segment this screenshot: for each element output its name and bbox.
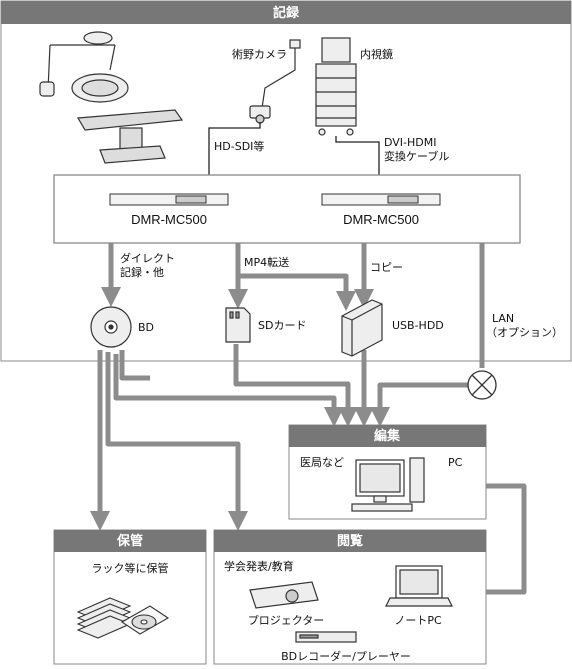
endoscope-tower-icon	[315, 37, 357, 136]
laptop-icon	[385, 565, 453, 607]
usb-hdd-icon	[341, 299, 383, 357]
bd-label: BD	[138, 321, 154, 334]
projector-icon	[249, 581, 319, 609]
flow-arrows	[90, 243, 527, 608]
storage-section	[53, 529, 207, 665]
recorder-left-label: DMR-MC500	[131, 212, 207, 227]
storage-title: 保管	[116, 533, 143, 549]
copy-label: コピー	[370, 261, 403, 274]
dvi-hdmi-label: DVI-HDMI	[384, 136, 437, 149]
endoscope-cable	[335, 136, 380, 194]
sd-card-icon	[225, 307, 251, 343]
surgical-camera-label: 術野カメラ	[232, 48, 287, 61]
surgical-camera-icon	[249, 39, 301, 124]
medical-office-label: 医局など	[300, 456, 344, 469]
viewing-title: 閲覧	[337, 533, 363, 549]
desktop-pc-icon	[351, 457, 425, 512]
bd-player-icon	[295, 631, 357, 643]
mp4-transfer-label: MP4転送	[244, 255, 289, 269]
bd-recorder-label: BDレコーダー/プレーヤー	[281, 649, 411, 663]
usb-hdd-label: USB-HDD	[392, 319, 444, 332]
bd-disc-icon	[90, 306, 132, 348]
camera-cable	[208, 122, 261, 194]
viewing-header	[214, 530, 486, 552]
notebook-pc-label: ノートPC	[394, 614, 442, 627]
recorder-icon	[109, 193, 441, 206]
conference-label: 学会発表/教育	[224, 559, 294, 573]
sd-card-label: SDカード	[258, 319, 306, 332]
projector-label: プロジェクター	[248, 614, 325, 627]
recorder-group	[53, 174, 521, 244]
surgical-light-icon	[39, 31, 129, 103]
rack-storage-label: ラック等に保管	[92, 561, 169, 575]
lan-option-label: （オプション）	[486, 326, 563, 339]
pc-label: PC	[448, 456, 463, 469]
operating-table-icon	[77, 109, 184, 164]
direct-record-label: ダイレクト	[120, 251, 175, 265]
record-header	[1, 1, 571, 24]
recorder-right-label: DMR-MC500	[343, 212, 419, 227]
direct-record-label-2: 記録・他	[120, 265, 164, 279]
conversion-cable-label: 変換ケーブル	[384, 149, 449, 163]
edit-title: 編集	[374, 428, 401, 444]
lan-label: LAN	[492, 312, 514, 325]
disc-stack-icon	[76, 597, 170, 639]
hd-sdi-label: HD-SDI等	[214, 139, 264, 153]
record-title: 記録	[273, 5, 300, 21]
lan-junction-icon	[467, 370, 497, 400]
edit-header	[289, 425, 486, 447]
storage-header	[54, 530, 206, 552]
endoscope-label: 内視鏡	[360, 47, 393, 61]
